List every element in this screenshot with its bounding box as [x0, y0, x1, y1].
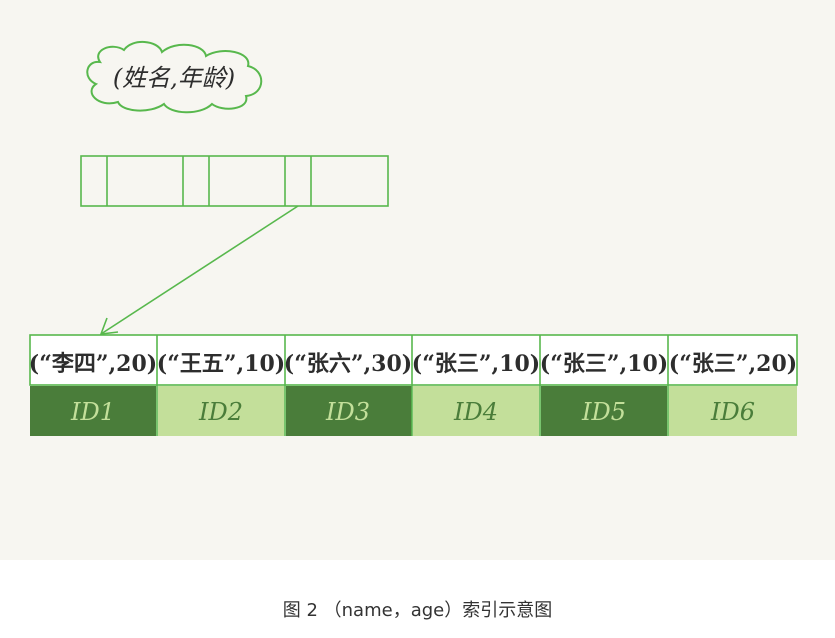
leaf-id-5: ID5 — [581, 398, 626, 426]
leaf-key-2: (“王五”,10) — [157, 351, 285, 377]
leaf-id-1: ID1 — [70, 398, 115, 426]
leaf-key-row — [29, 334, 798, 386]
root-node — [80, 155, 389, 207]
leaf-key-4: (“张三”,10) — [412, 351, 540, 377]
leaf-key-6: (“张三”,20) — [669, 351, 797, 377]
leaf-id-cell-2 — [158, 386, 284, 436]
leaf-id-cell-6 — [669, 386, 797, 436]
pointer-arrow — [99, 205, 299, 335]
label-cloud — [86, 41, 263, 114]
figure-caption: 图 2 （name，age）索引示意图 — [282, 600, 553, 621]
leaf-row: (“李四”,20) (“王五”,10) (“张六”,30) (“张三”,10) … — [29, 334, 798, 436]
leaf-id-cell-5 — [541, 386, 667, 436]
leaf-key-3: (“张六”,30) — [284, 351, 412, 377]
leaf-key-1: (“李四”,20) — [29, 351, 157, 377]
index-label: (姓名,年龄) — [113, 64, 235, 92]
leaf-id-6: ID6 — [710, 398, 755, 426]
diagram-canvas — [0, 0, 835, 560]
index-diagram: (姓名,年龄) (“李四”,20) (“王五”,10) (“张六”,30) (“… — [29, 41, 798, 436]
leaf-key-5: (“张三”,10) — [540, 351, 668, 377]
leaf-id-2: ID2 — [198, 398, 243, 426]
leaf-id-cell-4 — [413, 386, 539, 436]
leaf-id-cell-3 — [286, 386, 412, 436]
leaf-id-3: ID3 — [325, 398, 370, 426]
leaf-id-4: ID4 — [453, 398, 498, 426]
leaf-id-cell-1 — [30, 386, 156, 436]
